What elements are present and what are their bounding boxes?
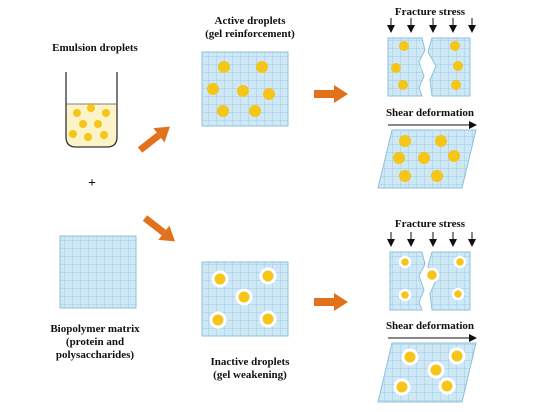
fracture-stress-top-label: Fracture stress: [394, 6, 466, 18]
active-droplets-label: Active droplets (gel reinforcement): [185, 15, 315, 41]
fracture-top-right-piece: [427, 37, 471, 97]
shear-top-droplets: [393, 135, 460, 182]
arrow-to-inactive: [142, 215, 175, 242]
beaker-droplets: [69, 104, 110, 141]
fracture-stress-bottom-label: Fracture stress: [394, 218, 466, 230]
active-droplets-gel: [201, 51, 289, 127]
shear-bottom-droplets: [393, 347, 466, 396]
emulsion-droplets-label: Emulsion droplets: [52, 42, 138, 54]
fracture-top-void: [421, 60, 433, 72]
beaker-outline: [65, 72, 118, 148]
active-line-2: (gel reinforcement): [205, 28, 295, 40]
biopolymer-line-3: polysaccharides): [55, 349, 135, 361]
fracture-top-left-piece: [387, 37, 426, 97]
shear-deformation-top: [377, 121, 477, 189]
biopolymer-line-1: Biopolymer matrix: [50, 323, 140, 335]
inactive-line-2: (gel weakening): [213, 369, 287, 381]
fracture-bottom-droplets: [398, 255, 467, 302]
stress-arrows-bottom: [387, 232, 476, 247]
inactive-droplets-label: Inactive droplets (gel weakening): [185, 356, 315, 382]
inactive-droplets-gel: [201, 261, 289, 337]
active-line-1: Active droplets: [214, 15, 286, 27]
beaker: [65, 72, 118, 148]
active-droplets: [207, 61, 275, 117]
plus-sign: +: [88, 176, 96, 191]
inactive-droplets: [209, 267, 277, 329]
shear-deformation-bottom-label: Shear deformation: [385, 320, 475, 332]
fracture-top-droplets: [391, 41, 463, 90]
orange-arrows: [137, 85, 348, 311]
arrow-to-active: [137, 126, 170, 153]
biopolymer-matrix-grid: [59, 235, 137, 309]
biopolymer-line-2: (protein and: [65, 336, 125, 348]
inactive-line-1: Inactive droplets: [210, 356, 290, 368]
arrow-inactive-to-results: [314, 293, 348, 311]
fracture-stress-bottom: [387, 232, 476, 311]
shear-deformation-bottom: [377, 334, 477, 403]
arrow-active-to-results: [314, 85, 348, 103]
shear-deformation-top-label: Shear deformation: [385, 107, 475, 119]
stress-arrows-top: [387, 18, 476, 33]
biopolymer-matrix-label: Biopolymer matrix (protein and polysacch…: [30, 323, 160, 362]
fracture-bottom-left-piece: [389, 251, 426, 311]
fracture-stress-top: [387, 18, 476, 97]
